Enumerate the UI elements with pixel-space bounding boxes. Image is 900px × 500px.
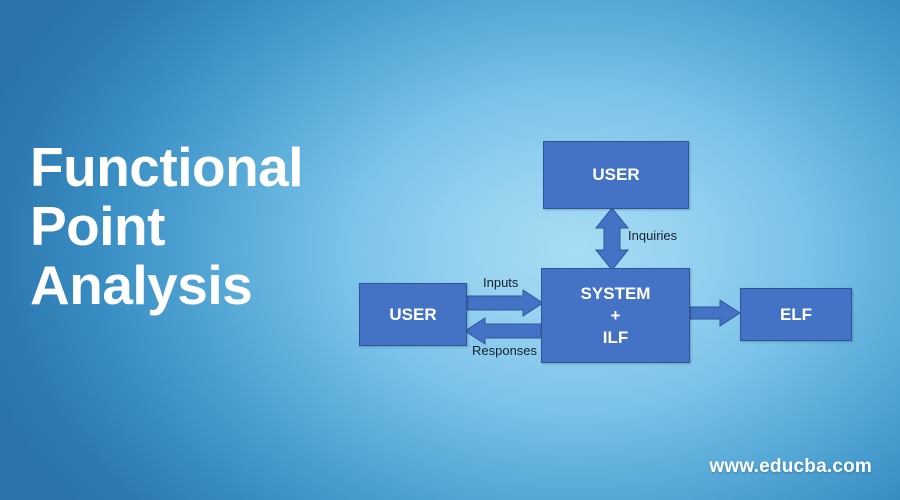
node-system-label-line-1: SYSTEM bbox=[580, 283, 651, 303]
node-elf[interactable]: ELF bbox=[740, 288, 852, 341]
node-user-left[interactable]: USER bbox=[359, 283, 467, 346]
site-watermark: www.educba.com bbox=[709, 456, 872, 477]
page-title: Functional Point Analysis bbox=[30, 138, 370, 315]
inputs-arrow bbox=[466, 289, 544, 317]
elf-flow-arrow bbox=[689, 299, 741, 327]
edge-label-responses: Responses bbox=[472, 343, 538, 358]
node-user-top[interactable]: USER bbox=[543, 141, 689, 209]
node-user-left-label: USER bbox=[389, 304, 437, 324]
responses-arrow bbox=[464, 317, 542, 345]
title-line-3: Analysis bbox=[30, 254, 253, 316]
edge-label-inputs: Inputs bbox=[483, 275, 519, 290]
title-line-2: Point bbox=[30, 195, 165, 257]
title-line-1: Functional bbox=[30, 136, 304, 198]
node-system-label-line-3: ILF bbox=[602, 327, 629, 347]
edge-label-inquiries: Inquiries bbox=[628, 228, 678, 243]
node-system-ilf[interactable]: SYSTEM + ILF bbox=[541, 268, 690, 363]
inquiries-arrow bbox=[594, 207, 630, 271]
node-system-label-line-2: + bbox=[610, 305, 621, 325]
node-user-top-label: USER bbox=[592, 165, 640, 184]
node-elf-label: ELF bbox=[779, 304, 813, 324]
